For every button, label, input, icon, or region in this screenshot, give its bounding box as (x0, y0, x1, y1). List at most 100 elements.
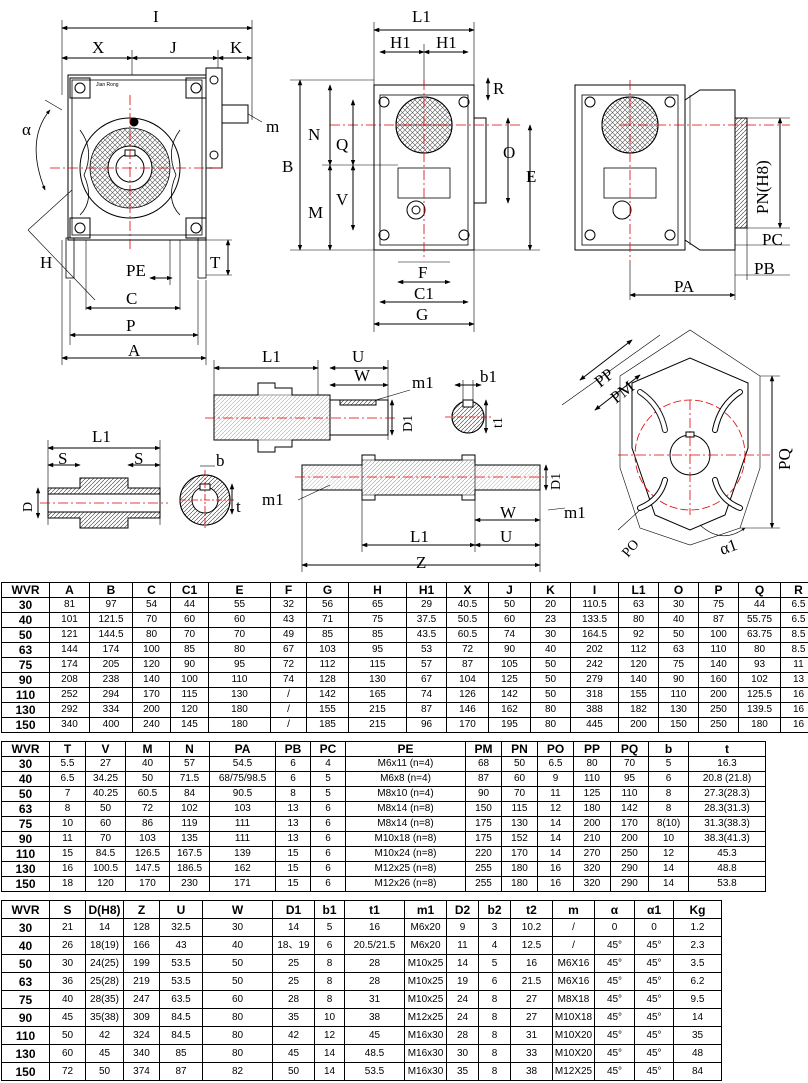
label-PE: PE (126, 261, 146, 280)
table-cell: 110.5 (570, 597, 619, 613)
table-cell: M8x10 (n=4) (345, 786, 466, 802)
table2-header-6: PB (275, 741, 311, 757)
table2-header-12: PP (573, 741, 611, 757)
label-A: A (128, 341, 141, 360)
table1-header-7: G (306, 582, 349, 598)
table-cell: 50 (202, 954, 273, 973)
table-cell: 63 (618, 597, 659, 613)
table-cell: 35 (673, 1026, 722, 1045)
label-P: P (126, 316, 135, 335)
label-t: t (236, 497, 241, 516)
table-cell: 104 (446, 672, 489, 688)
table2-header-10: PN (501, 741, 538, 757)
table1-header-16: P (698, 582, 739, 598)
table-cell: 14 (537, 816, 574, 832)
table-cell: 29 (406, 597, 447, 613)
label-D1: D1 (401, 415, 416, 432)
table-cell: 75 (1, 816, 50, 832)
table-cell: 82 (202, 1062, 273, 1081)
table-cell: 130 (501, 816, 538, 832)
table-cell: 14 (648, 876, 689, 892)
table-cell: 180 (501, 861, 538, 877)
table-cell: 90.5 (209, 786, 276, 802)
table-cell: 74 (406, 687, 447, 703)
label-U: U (352, 347, 364, 366)
table-cell: 67 (270, 642, 307, 658)
label-m: m (266, 117, 279, 136)
table-cell: 85 (170, 642, 209, 658)
table-cell: 175 (465, 831, 502, 847)
table-cell: 40.5 (446, 597, 489, 613)
table-cell: 125.5 (738, 687, 781, 703)
table-cell: 54 (132, 597, 171, 613)
table-cell: 63 (1, 801, 50, 817)
table-cell: M10X20 (552, 1026, 595, 1045)
table-cell: 63 (658, 642, 699, 658)
table-cell: 16 (780, 702, 808, 718)
table-cell: 27 (510, 990, 553, 1009)
table-cell: 8 (478, 1008, 511, 1027)
table-cell: 6 (478, 972, 511, 991)
label-ds-D1: D1 (549, 473, 564, 490)
table-cell: 16 (49, 861, 86, 877)
table-cell: 28 (344, 954, 405, 973)
label-N: N (308, 125, 320, 144)
table-cell: 60 (49, 1044, 86, 1063)
table-cell: 220 (465, 846, 502, 862)
table-cell: 6 (314, 936, 345, 955)
table-cell: 36 (49, 972, 86, 991)
table-cell: 200 (618, 717, 659, 733)
label-F: F (418, 263, 427, 282)
table2-header-1: T (49, 741, 86, 757)
table-cell: 142 (488, 687, 531, 703)
table-cell: 54.5 (209, 756, 276, 772)
table-cell: 50 (272, 1062, 315, 1081)
label-H: H (40, 253, 52, 272)
table-cell: 60 (501, 771, 538, 787)
table-cell: 200 (698, 687, 739, 703)
table-cell: 3.5 (673, 954, 722, 973)
table-cell: M8x14 (n=8) (345, 801, 466, 817)
table-cell: 170 (132, 687, 171, 703)
table-cell: 75 (658, 657, 699, 673)
table-cell: 374 (123, 1062, 160, 1081)
table-cell: 50 (1, 786, 50, 802)
table-cell: 90 (1, 672, 50, 688)
table-cell: 68 (465, 756, 502, 772)
table-cell: 6 (310, 831, 346, 847)
table-cell: 31 (344, 990, 405, 1009)
table-cell: 53.5 (159, 954, 203, 973)
table-cell: 70 (132, 612, 171, 628)
table-cell: 9.5 (673, 990, 722, 1009)
table-cell: 185 (306, 717, 349, 733)
table-cell: 18 (49, 876, 86, 892)
table-cell: 43 (270, 612, 307, 628)
table-cell: 35 (446, 1062, 479, 1081)
table-cell: 60 (202, 990, 273, 1009)
table-cell: 144.5 (89, 627, 133, 643)
table-cell: 0 (594, 918, 635, 937)
table-cell: 135 (169, 831, 210, 847)
table-cell: 60 (85, 816, 126, 832)
table-cell: 150 (1, 876, 50, 892)
table-cell: 50 (530, 657, 571, 673)
table-cell: 28 (344, 972, 405, 991)
table-cell: 16.3 (688, 756, 766, 772)
table-cell: 63 (1, 972, 50, 991)
table-cell: 100.5 (85, 861, 126, 877)
table-cell: M6x8 (n=4) (345, 771, 466, 787)
table-cell: 38 (510, 1062, 553, 1081)
table2-header-15: t (688, 741, 766, 757)
table-cell: 140 (618, 672, 659, 688)
label-B: B (282, 157, 293, 176)
table-cell: 38.3(41.3) (688, 831, 766, 847)
table-cell: 170 (501, 846, 538, 862)
table-cell: 103 (125, 831, 170, 847)
table-cell: 45° (594, 1026, 635, 1045)
